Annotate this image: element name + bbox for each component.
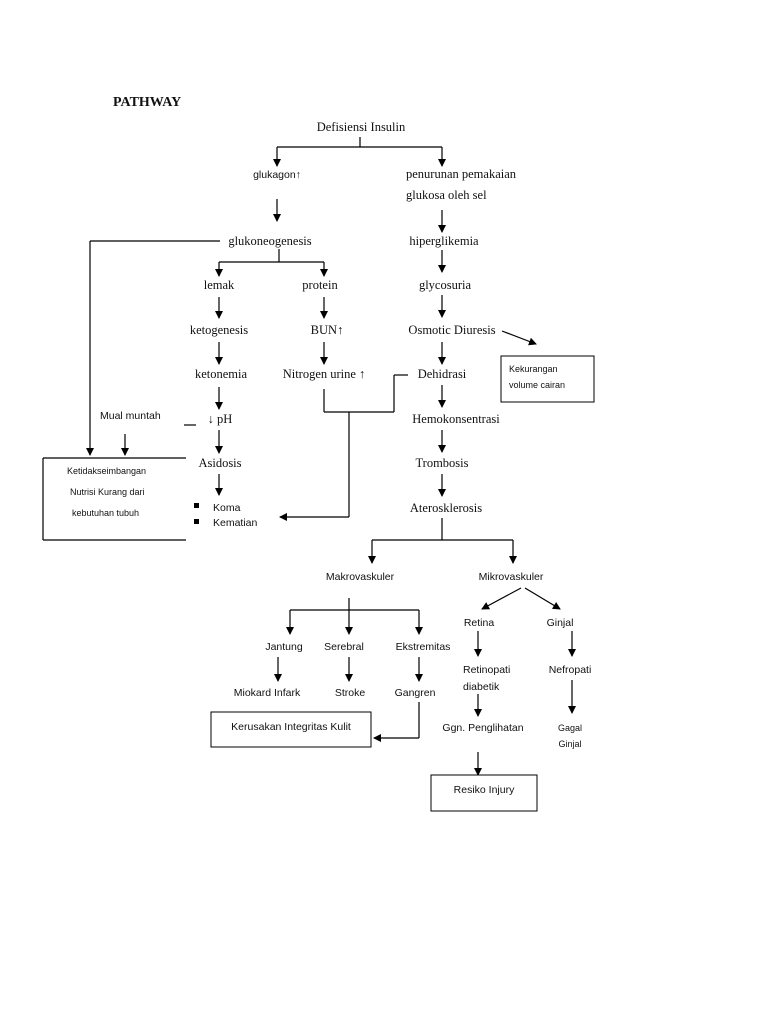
box-resiko-injury: [430, 774, 538, 812]
node-osmotic-diuresis: Osmotic Diuresis: [408, 323, 495, 337]
box-kekurangan-line1: Kekurangan: [509, 364, 558, 374]
node-glycosuria: glycosuria: [419, 278, 472, 292]
node-ketonemia: ketonemia: [195, 367, 248, 381]
node-makrovaskuler: Makrovaskuler: [326, 571, 395, 583]
node-stroke: Stroke: [335, 687, 366, 699]
node-jantung: Jantung: [265, 641, 303, 653]
bullet-koma: [194, 503, 199, 508]
node-ekstremitas: Ekstremitas: [396, 641, 451, 653]
pathway-title: PATHWAY: [113, 95, 181, 110]
node-miokard-infark: Miokard Infark: [234, 687, 301, 699]
node-kematian: Kematian: [213, 517, 258, 529]
node-nefropati: Nefropati: [549, 664, 592, 676]
node-ginjal: Ginjal: [547, 617, 574, 629]
node-ggn-penglihatan: Ggn. Penglihatan: [442, 722, 523, 734]
node-ketogenesis: ketogenesis: [190, 323, 248, 337]
box-ketidak-line1: Ketidakseimbangan: [67, 466, 146, 476]
node-aterosklerosis: Aterosklerosis: [410, 501, 482, 515]
node-retinopati-line2: diabetik: [463, 681, 500, 693]
node-defisiensi-insulin: Defisiensi Insulin: [317, 120, 406, 134]
node-mual-muntah: Mual muntah: [100, 410, 161, 422]
node-gagal-line2: Ginjal: [558, 739, 581, 749]
node-koma: Koma: [213, 502, 241, 514]
box-kekurangan-volume-cairan: [500, 355, 595, 403]
node-penurunan-line1: penurunan pemakaian: [406, 167, 517, 181]
box-ketidak-line3: kebutuhan tubuh: [72, 508, 139, 518]
connectors: [86, 137, 576, 776]
node-glukagon: glukagon↑: [253, 169, 301, 181]
node-retinopati-line1: Retinopati: [463, 664, 510, 676]
box-kerusakan-integritas-kulit: [210, 711, 372, 748]
node-trombosis: Trombosis: [415, 456, 468, 470]
box-kerusakan-text: Kerusakan Integritas Kulit: [231, 721, 351, 733]
node-ph: ↓ pH: [208, 412, 233, 426]
box-kekurangan-line2: volume cairan: [509, 380, 565, 390]
node-retina: Retina: [464, 617, 495, 629]
node-hiperglikemia: hiperglikemia: [409, 234, 479, 248]
node-lemak: lemak: [204, 278, 235, 292]
node-gangren: Gangren: [395, 687, 436, 699]
node-serebral: Serebral: [324, 641, 364, 653]
node-asidosis: Asidosis: [198, 456, 241, 470]
node-protein: protein: [302, 278, 338, 292]
node-bun: BUN↑: [311, 323, 344, 337]
box-ketidakseimbangan-nutrisi: [42, 457, 186, 541]
node-hemokonsentrasi: Hemokonsentrasi: [412, 412, 500, 426]
node-nitrogen-urine: Nitrogen urine ↑: [283, 367, 366, 381]
box-resiko-text: Resiko Injury: [454, 784, 515, 796]
node-dehidrasi: Dehidrasi: [418, 367, 467, 381]
node-gagal-line1: Gagal: [558, 723, 582, 733]
box-ketidak-line2: Nutrisi Kurang dari: [70, 487, 145, 497]
bullet-kematian: [194, 519, 199, 524]
node-glukoneogenesis: glukoneogenesis: [228, 234, 311, 248]
node-penurunan-line2: glukosa oleh sel: [406, 188, 487, 202]
node-mikrovaskuler: Mikrovaskuler: [479, 571, 544, 583]
